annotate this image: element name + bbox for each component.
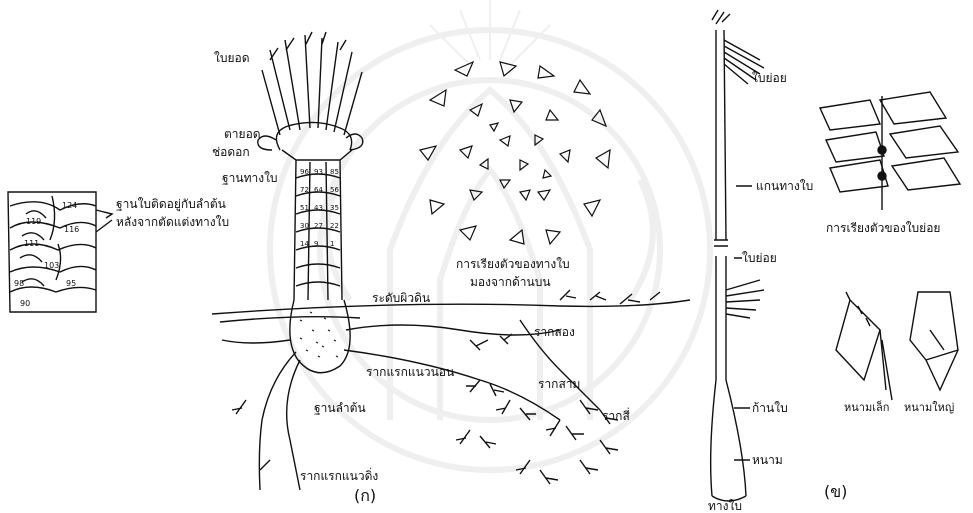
panel-label-b: (ข) xyxy=(824,484,847,500)
spine-details xyxy=(836,292,958,400)
phyllotaxy-caption-2: มองจากด้านบน xyxy=(470,276,551,288)
inset-caption-1: ฐานใบติดอยู่กับลำต้น xyxy=(116,198,226,210)
trunk-leaf-number: 14 xyxy=(300,240,309,248)
label-petiole: ก้านใบ xyxy=(752,402,788,414)
inset-leaf-number: 111 xyxy=(24,239,39,248)
trunk-leaf-number: 72 xyxy=(300,186,309,194)
phyllotaxy-caption-1: การเรียงตัวของทางใบ xyxy=(456,258,570,270)
trunk-leaf-number: 9 xyxy=(314,240,318,248)
label-trunk-base: ฐานลำต้น xyxy=(314,402,366,414)
trunk-leaf-number: 43 xyxy=(314,204,323,212)
leaflet-arrangement xyxy=(820,92,960,210)
trunk-leaf-number: 1 xyxy=(330,240,334,248)
root-system xyxy=(222,290,660,490)
ground-line xyxy=(212,300,690,314)
label-frond: ทางใบ xyxy=(708,500,742,512)
inset-leaf-number: 124 xyxy=(62,201,77,210)
label-tertiary-root: รากสาม xyxy=(538,378,580,390)
label-quaternary-root: รากสี่ xyxy=(602,410,630,422)
trunk-leaf-number: 64 xyxy=(314,186,323,194)
panel-label-a: (ก) xyxy=(354,488,376,504)
label-young-leaf: ใบยอด xyxy=(214,52,250,64)
trunk-base-stipple xyxy=(300,312,338,357)
trunk-leaf-number: 96 xyxy=(300,168,309,176)
label-flower-bud: ช่อดอก xyxy=(212,146,250,158)
label-leaf-base: ฐานทางใบ xyxy=(222,172,278,184)
label-ground-level: ระดับผิวดิน xyxy=(372,292,430,304)
phyllotaxy-top-view xyxy=(420,62,610,244)
inset-leaf-number: 103 xyxy=(44,261,59,270)
label-spine: หนาม xyxy=(752,454,783,466)
trunk-leaf-number: 22 xyxy=(330,222,339,230)
trunk-leaf-number: 27 xyxy=(314,222,323,230)
trunk-leaf-number: 30 xyxy=(300,222,309,230)
trunk-leaf-number: 56 xyxy=(330,186,339,194)
label-horizontal-root: รากแรกแนวนอน xyxy=(366,366,454,378)
inset-leaf-number: 95 xyxy=(66,279,76,288)
inset-leaf-number: 116 xyxy=(64,225,79,234)
label-leaflet-mid: ใบย่อย xyxy=(742,252,777,264)
inset-caption-2: หลังจากตัดแต่งทางใบ xyxy=(116,216,229,228)
label-large-spine: หนามใหญ่ xyxy=(904,402,954,413)
trunk-leaf-number: 93 xyxy=(314,168,323,176)
label-leaflet-arrangement: การเรียงตัวของใบย่อย xyxy=(826,222,940,234)
label-rachis: แกนทางใบ xyxy=(756,180,813,192)
label-growing-tip: ตายอด xyxy=(224,128,261,140)
leaf-base-inset xyxy=(8,192,96,312)
trunk-leaf-number: 85 xyxy=(330,168,339,176)
label-vertical-root: รากแรกแนวดิ่ง xyxy=(300,470,378,482)
inset-leaf-number: 90 xyxy=(20,299,30,308)
label-leaflet-top: ใบย่อย xyxy=(752,72,787,84)
label-secondary-root: รากสอง xyxy=(534,326,575,338)
trunk xyxy=(258,32,363,373)
inset-leaf-number: 98 xyxy=(14,279,24,288)
trunk-leaf-number: 51 xyxy=(300,204,309,212)
trunk-leaf-number: 35 xyxy=(330,204,339,212)
label-small-spine: หนามเล็ก xyxy=(844,402,889,413)
inset-leaf-number: 119 xyxy=(26,217,41,226)
